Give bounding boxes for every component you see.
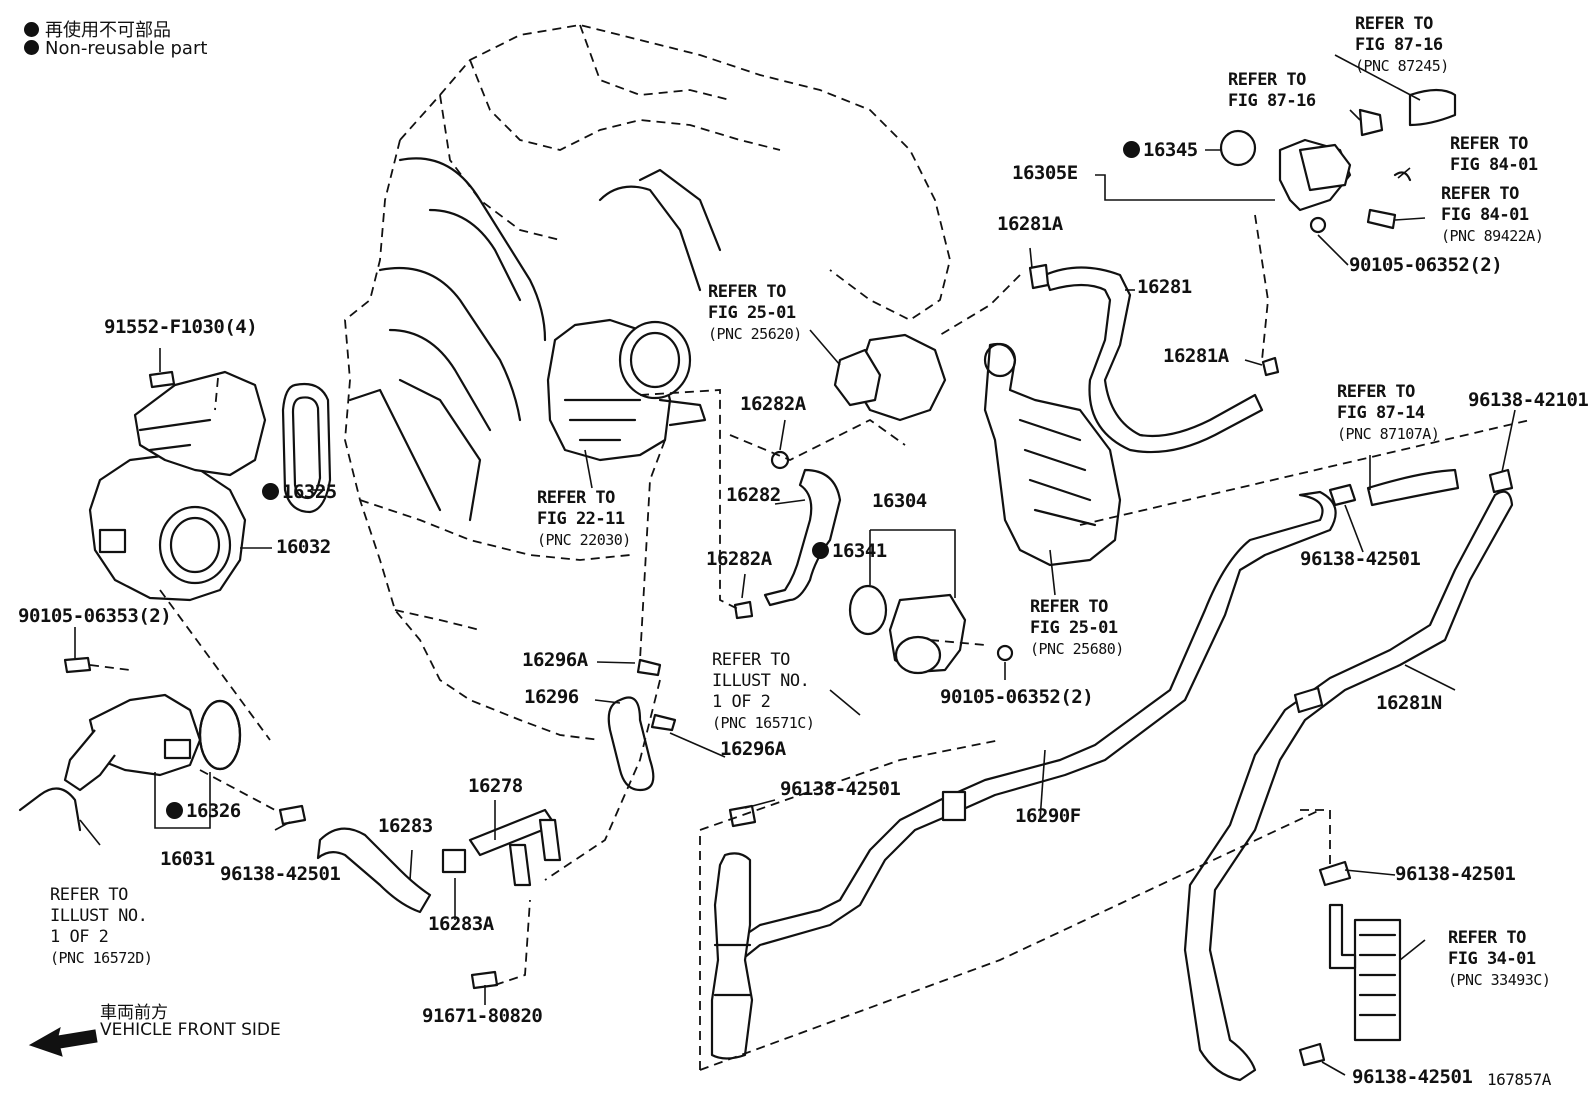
part-16304[interactable]: 16304 — [872, 490, 927, 512]
part-16281N[interactable]: 16281N — [1376, 692, 1442, 714]
hose-16281 — [1028, 263, 1280, 454]
hose-16282 — [733, 450, 842, 620]
water-outlet-center — [833, 333, 947, 422]
part-96138-42101[interactable]: 96138-42101 — [1468, 389, 1589, 411]
part-16283A[interactable]: 16283A — [428, 913, 494, 935]
part-16283[interactable]: 16283 — [378, 815, 433, 837]
part-16031[interactable]: 16031 — [160, 848, 215, 870]
part-16290F[interactable]: 16290F — [1015, 805, 1081, 827]
leader-lines — [74, 54, 1516, 1076]
part-91552-F1030[interactable]: 91552-F1030(4) — [104, 316, 258, 338]
part-16282[interactable]: 16282 — [726, 484, 781, 506]
part-96138-42501-cooler-bottom[interactable]: 96138-42501 — [1352, 1066, 1473, 1088]
intake-manifold — [348, 157, 722, 522]
part-90105-06352-center[interactable]: 90105-06352(2) — [940, 686, 1094, 708]
front-side-jp: 車両前方 — [100, 1003, 168, 1023]
part-16296A-top[interactable]: 16296A — [522, 649, 588, 671]
part-16281[interactable]: 16281 — [1137, 276, 1192, 298]
part-90105-06352-right[interactable]: 90105-06352(2) — [1349, 254, 1503, 276]
part-16032[interactable]: 16032 — [276, 536, 331, 558]
part-96138-42501-center[interactable]: 96138-42501 — [780, 778, 901, 800]
part-16305E[interactable]: 16305E — [1012, 162, 1078, 184]
water-outlet-16031 — [63, 693, 242, 792]
vehicle-front-arrow — [28, 1026, 98, 1057]
gasket-16326 — [198, 699, 242, 771]
pipe-16278 — [441, 808, 562, 887]
part-96138-42501-left[interactable]: 96138-42501 — [220, 863, 341, 885]
hose-16283 — [18, 787, 432, 914]
bullet-icon — [24, 40, 39, 55]
part-91671-80820[interactable]: 91671-80820 — [422, 1005, 543, 1027]
part-90105-06353[interactable]: 90105-06353(2) — [18, 605, 172, 627]
part-16281A-top[interactable]: 16281A — [997, 213, 1063, 235]
hose-16296 — [607, 658, 677, 792]
part-16345[interactable]: 16345 — [1123, 141, 1198, 160]
diagram-id: 167857A — [1487, 1070, 1551, 1089]
front-side-en: VEHICLE FRONT SIDE — [100, 1020, 281, 1040]
part-16278[interactable]: 16278 — [468, 775, 523, 797]
part-16325[interactable]: 16325 — [262, 483, 337, 502]
assembly-dashes — [89, 214, 1531, 1071]
legend-en: Non-reusable part — [24, 38, 207, 59]
egr-cooler — [983, 342, 1122, 567]
oil-cooler — [1298, 860, 1402, 1067]
part-16282A-bottom[interactable]: 16282A — [706, 548, 772, 570]
throttle-body — [546, 318, 707, 462]
part-16296[interactable]: 16296 — [524, 686, 579, 708]
engine-block-outline — [344, 24, 951, 741]
part-16282A-top[interactable]: 16282A — [740, 393, 806, 415]
hose-16281N — [1183, 468, 1514, 1082]
part-16326[interactable]: 16326 — [166, 802, 241, 821]
clamp-96138-right — [1328, 468, 1460, 507]
part-96138-42501-right[interactable]: 96138-42501 — [1300, 548, 1421, 570]
part-16341[interactable]: 16341 — [812, 542, 887, 561]
thermostat-16304 — [848, 584, 1014, 675]
bullet-icon — [24, 22, 39, 37]
legend-jp: 再使用不可部品 — [24, 16, 171, 42]
part-16296A-bottom[interactable]: 16296A — [720, 738, 786, 760]
part-16281A-right[interactable]: 16281A — [1163, 345, 1229, 367]
hose-16290F — [710, 490, 1337, 1060]
part-96138-42501-cooler-top[interactable]: 96138-42501 — [1395, 863, 1516, 885]
